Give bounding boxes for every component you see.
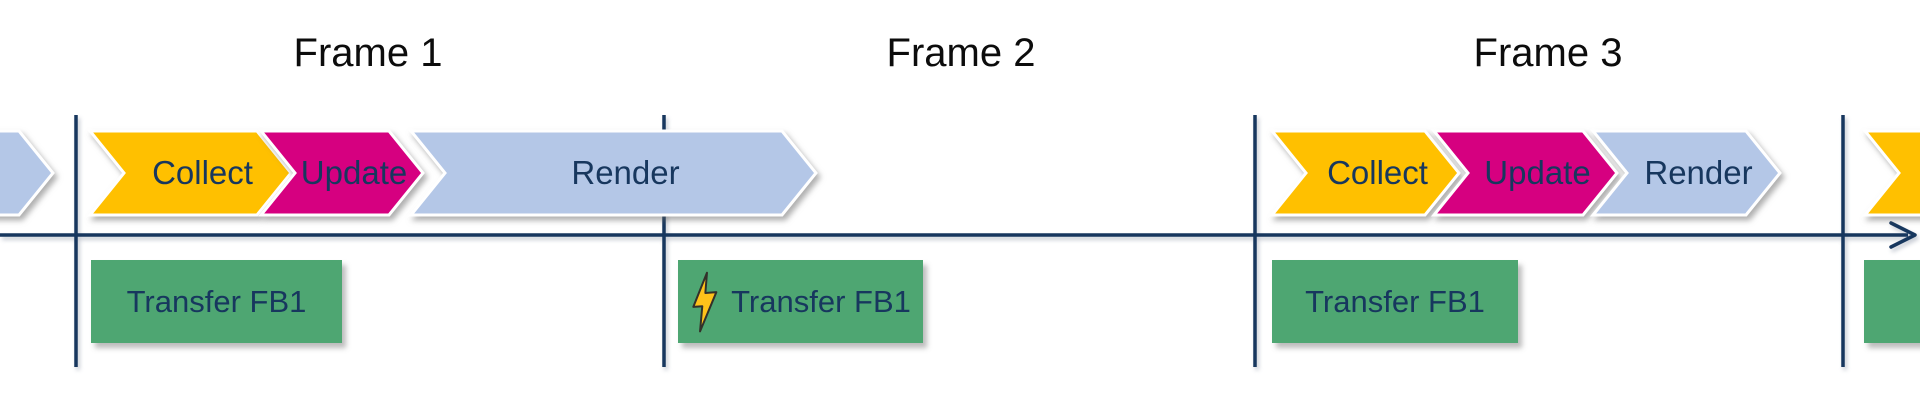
render-chevron-shape	[0, 129, 55, 217]
chevron-svg	[1861, 129, 1920, 217]
lightning-bolt-shape	[692, 271, 718, 332]
chevron-label: Collect	[152, 154, 253, 191]
chevron-label: Update	[300, 154, 408, 191]
update-chevron-shape	[257, 129, 425, 217]
collect-chevron-shape	[1268, 129, 1461, 217]
transfer-label: Transfer FB1	[731, 283, 911, 319]
chevron-collect-frame3: Collect	[1268, 129, 1461, 217]
update-chevron-shape	[1430, 129, 1619, 217]
lightning-bolt-icon	[692, 271, 718, 332]
chevron-label: Render	[571, 154, 680, 191]
chevron-label: Render	[1644, 154, 1753, 191]
transfer-fb1-frame2: Transfer FB1	[678, 260, 923, 343]
chevron-svg	[1268, 129, 1461, 217]
chevron-render-frame0-partial	[0, 129, 55, 217]
chevron-collect-frame4-partial	[1861, 129, 1920, 217]
frame-label-3: Frame 3	[1473, 31, 1623, 75]
chevron-render-frame3: Render	[1589, 129, 1782, 217]
transfer-label: Transfer FB1	[126, 283, 307, 319]
chevron-label: Collect	[1327, 154, 1428, 191]
render-chevron-shape	[407, 129, 818, 217]
timeline-arrowhead-icon	[1889, 221, 1917, 249]
frame-label-1: Frame 1	[293, 31, 443, 75]
transfer-label: Transfer FB1	[1305, 283, 1485, 319]
collect-chevron-shape	[86, 129, 293, 217]
chevron-svg	[1589, 129, 1782, 217]
chevron-svg	[257, 129, 425, 217]
chevron-svg	[407, 129, 818, 217]
transfer-fb1-frame1: Transfer FB1	[91, 260, 342, 343]
chevron-label: Update	[1484, 154, 1591, 191]
chevron-svg	[1430, 129, 1619, 217]
transfer-fb1-frame4-partial	[1864, 260, 1920, 343]
chevron-collect-frame1: Collect	[86, 129, 293, 217]
chevron-update-frame3: Update	[1430, 129, 1619, 217]
chevron-update-frame1: Update	[257, 129, 425, 217]
collect-chevron-shape	[1861, 129, 1920, 217]
render-chevron-shape	[1589, 129, 1782, 217]
frame-label-2: Frame 2	[886, 31, 1036, 75]
chevron-svg	[0, 129, 55, 217]
chevron-svg	[86, 129, 293, 217]
transfer-fb1-frame3: Transfer FB1	[1272, 260, 1518, 343]
chevron-render-frame1: Render	[407, 129, 818, 217]
